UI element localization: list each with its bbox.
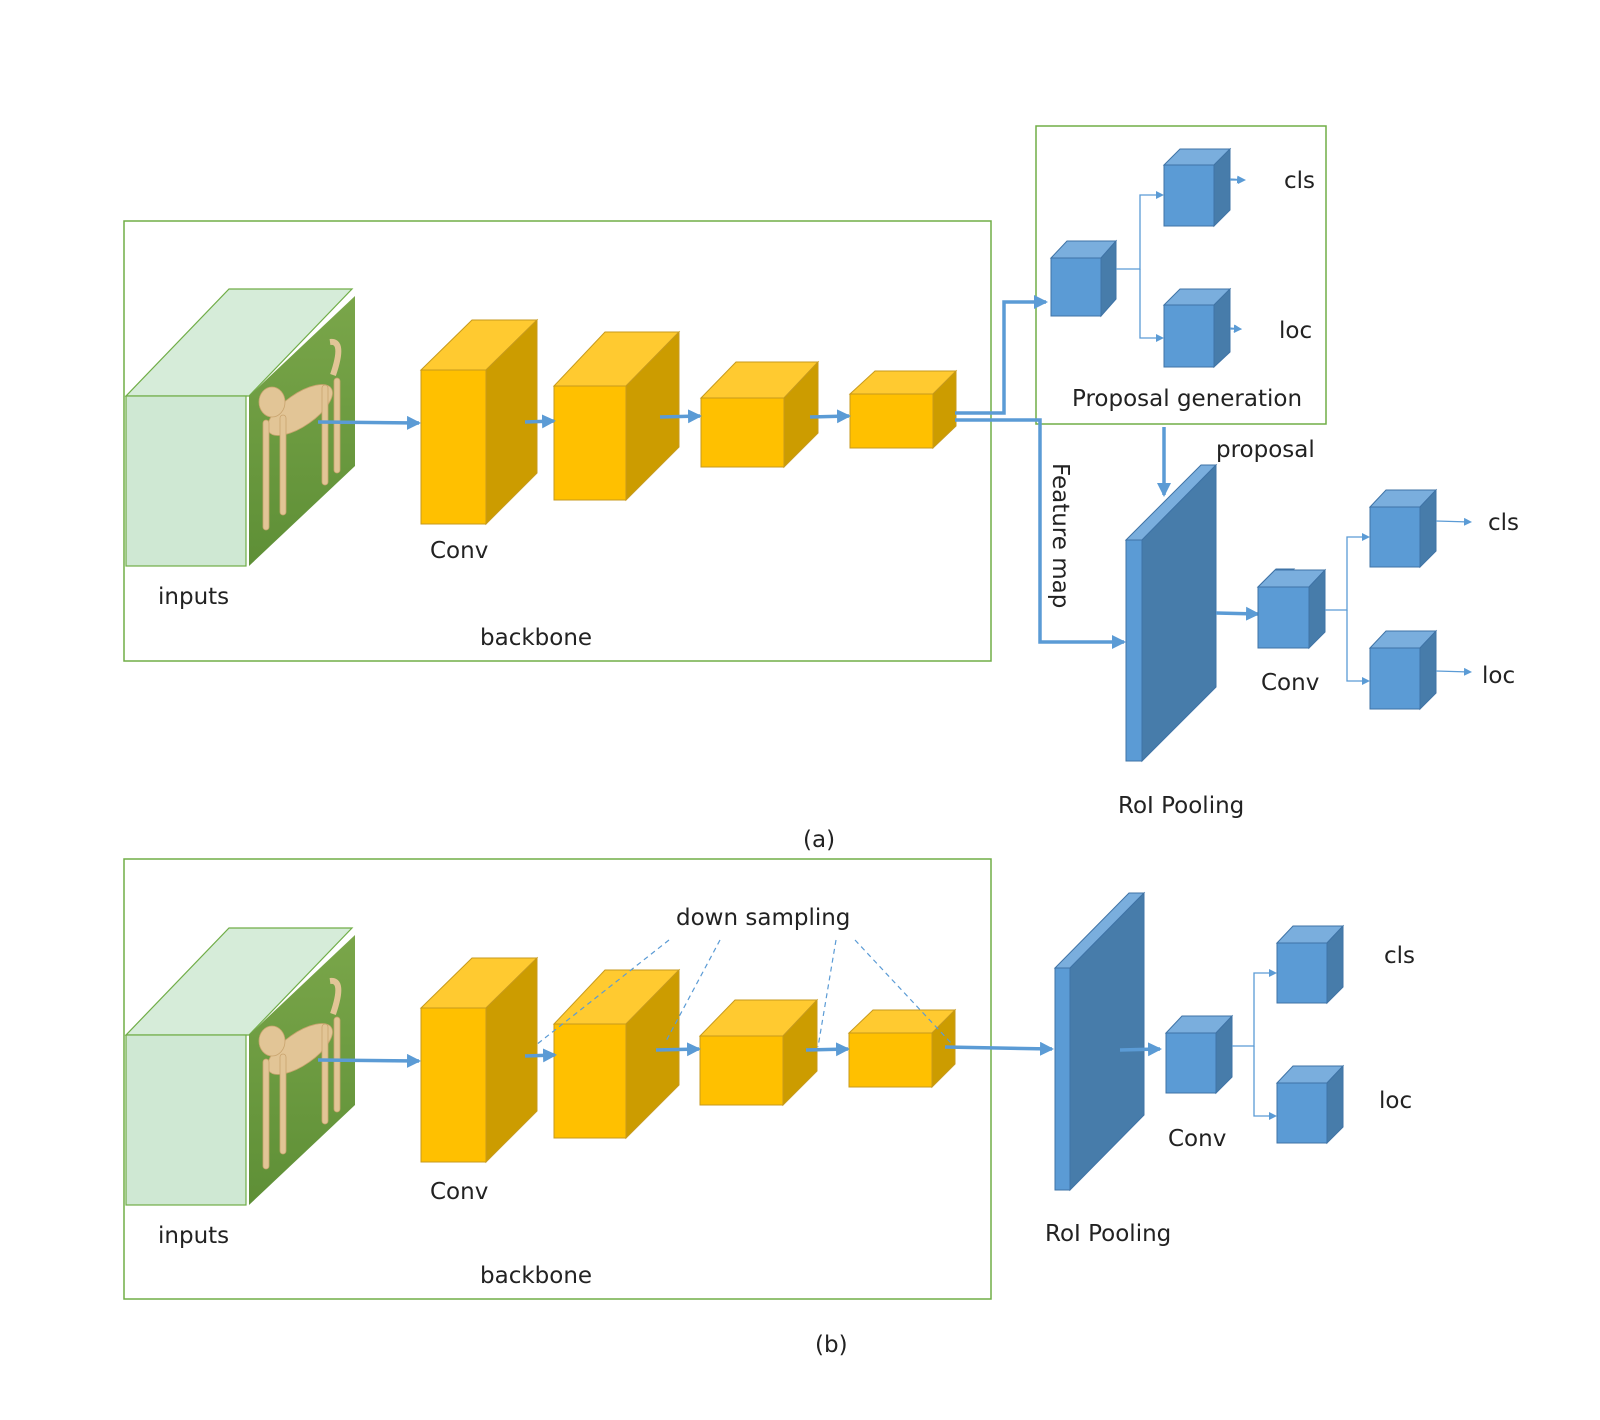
proposal-generation-label: Proposal generation (1072, 386, 1302, 412)
input-image-block-b (124, 927, 355, 1206)
conv-block-b2 (552, 968, 681, 1140)
rpn-output-arrows (1230, 176, 1246, 333)
conv-label: Conv (430, 538, 488, 564)
roi-pooling-slab (1124, 463, 1218, 763)
head-branch-arrows-b (1232, 969, 1277, 1120)
rpn-cls-cube (1162, 147, 1232, 228)
roi-pooling-label-b: RoI Pooling (1045, 1221, 1171, 1247)
backbone-arrows-b (317, 1041, 1054, 1068)
conv-label-b: Conv (430, 1179, 488, 1205)
feature-map-label: Feature map (1047, 463, 1073, 608)
head-loc-cube-b (1275, 1064, 1345, 1145)
backbone-arrows (317, 409, 851, 430)
rpn-loc-cube (1162, 287, 1232, 369)
conv-block-4 (848, 369, 958, 450)
inputs-label: inputs (158, 584, 229, 610)
conv-block-b3 (698, 998, 819, 1107)
down-sampling-dashed-lines (535, 939, 953, 1048)
feature-map-connectors (955, 295, 1171, 649)
conv-block-2 (552, 330, 681, 502)
dog-icon (258, 338, 342, 531)
conv-block-b4 (847, 1008, 957, 1089)
head-conv-label: Conv (1261, 670, 1319, 696)
caption-a: (a) (803, 827, 835, 853)
conv-block-3 (699, 360, 820, 469)
roi-pooling-slab-b (1053, 891, 1146, 1192)
roi-to-conv-arrow (1215, 606, 1260, 621)
proposal-generation-frame (1035, 125, 1327, 425)
rpn-cls-label: cls (1284, 168, 1315, 194)
head-conv-cube-b (1164, 1014, 1234, 1095)
backbone-frame-b (123, 858, 992, 1300)
panel-a: inputs Conv backbone (123, 125, 1519, 853)
proposal-arrow-label: proposal (1216, 437, 1315, 463)
backbone-label: backbone (480, 625, 592, 651)
input-image-block (124, 288, 355, 567)
inputs-label-b: inputs (158, 1223, 229, 1249)
roi-pooling-label: RoI Pooling (1118, 793, 1244, 819)
backbone-label-b: backbone (480, 1263, 592, 1289)
head-conv-label-b: Conv (1168, 1126, 1226, 1152)
head-branch-arrows (1325, 517, 1472, 685)
dog-icon-b (258, 977, 342, 1170)
conv-block-b1 (419, 956, 539, 1164)
head-conv-cube (1256, 568, 1327, 650)
dog-photo-b (249, 935, 355, 1205)
rpn-conv-cube (1049, 239, 1118, 318)
head-cls-label-b: cls (1384, 943, 1415, 969)
rpn-loc-label: loc (1279, 318, 1312, 344)
roi-to-conv-arrow-b (1119, 1042, 1162, 1057)
head-cls-cube (1368, 488, 1438, 569)
conv-block-1 (419, 318, 539, 526)
head-cls-cube-b (1275, 924, 1345, 1005)
panel-b: inputs Conv backbone down sampling (123, 858, 1415, 1358)
backbone-frame (123, 220, 992, 662)
dog-photo (249, 296, 355, 566)
head-loc-label-b: loc (1379, 1088, 1412, 1114)
head-loc-cube (1368, 629, 1438, 711)
head-cls-label: cls (1488, 510, 1519, 536)
down-sampling-label: down sampling (676, 905, 850, 931)
caption-b: (b) (815, 1332, 848, 1358)
head-loc-label: loc (1482, 663, 1515, 689)
